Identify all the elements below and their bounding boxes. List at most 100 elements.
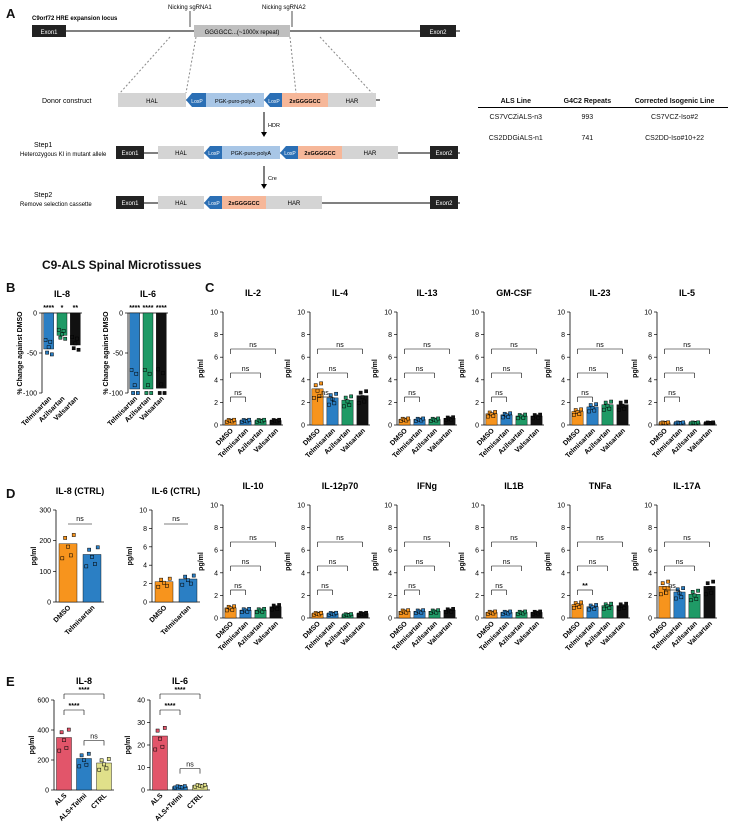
step2-loxp: LoxP <box>208 201 220 207</box>
chart-title: IL-2 <box>245 288 261 298</box>
y-tick-label: 6 <box>388 548 392 555</box>
significance-label: **** <box>156 305 167 312</box>
data-point <box>230 608 235 612</box>
data-point <box>521 415 526 420</box>
y-tick-label: 4 <box>214 377 218 384</box>
data-point <box>617 407 621 412</box>
data-point <box>159 577 163 582</box>
nick1-label: Nicking sgRNA1 <box>168 5 212 11</box>
y-tick-label: 6 <box>475 548 479 555</box>
chart-title: IL-17A <box>673 481 701 491</box>
y-tick-label: 10 <box>210 503 218 510</box>
y-tick-label: 100 <box>39 569 51 576</box>
significance-label: ** <box>73 305 79 312</box>
step2-subtitle: Remove selection cassette <box>20 202 92 208</box>
y-tick-label: 0 <box>119 311 123 318</box>
chart-title: IFNg <box>417 481 437 491</box>
y-tick-label: 4 <box>301 377 305 384</box>
y-axis-label: % Change against DMSO <box>103 311 110 395</box>
data-point <box>86 751 91 756</box>
donor-label: Donor construct <box>42 98 91 105</box>
y-axis-label: pg/ml <box>632 552 639 571</box>
data-point <box>618 400 623 405</box>
y-tick-label: 40 <box>137 698 145 705</box>
data-point <box>696 588 700 593</box>
y-tick-label: 10 <box>384 310 392 317</box>
data-point <box>69 553 73 558</box>
data-point <box>99 758 104 763</box>
step1-loxp2: LoxP <box>284 151 296 157</box>
y-axis-label: pg/ml <box>31 547 38 566</box>
data-point <box>70 335 74 339</box>
data-point <box>624 399 628 404</box>
y-tick-label: 2 <box>475 400 479 407</box>
data-point <box>523 609 527 614</box>
data-point <box>156 584 161 589</box>
y-tick-label: -100 <box>23 391 37 398</box>
significance-label: ns <box>336 342 344 349</box>
chart-title: TNFa <box>589 481 612 491</box>
data-point <box>77 764 82 769</box>
y-tick-label: 2 <box>475 593 479 600</box>
significance-label: ns <box>234 390 242 397</box>
data-point <box>609 399 613 404</box>
data-point <box>165 583 169 588</box>
data-point <box>63 336 68 341</box>
data-point <box>270 607 274 612</box>
significance-label: **** <box>69 703 80 710</box>
locus-exon2: Exon2 <box>429 30 447 36</box>
data-point <box>157 391 162 395</box>
data-point <box>87 547 91 552</box>
cre-label: Cre <box>268 176 277 182</box>
bar <box>96 762 112 791</box>
y-tick-label: 20 <box>137 743 145 750</box>
data-point <box>183 574 187 579</box>
locus-exon1: Exon1 <box>40 30 58 36</box>
chart-title: GM-CSF <box>496 288 532 298</box>
y-tick-label: 6 <box>214 548 218 555</box>
data-point <box>705 581 710 586</box>
y-axis-label: pg/ml <box>198 359 205 378</box>
data-point <box>159 382 164 387</box>
y-axis-label: pg/ml <box>459 359 466 378</box>
data-point <box>602 407 606 412</box>
y-tick-label: 6 <box>648 355 652 362</box>
y-axis-label: pg/ml <box>372 552 379 571</box>
data-point <box>493 410 497 414</box>
significance-label: ns <box>321 583 329 590</box>
y-tick-label: -50 <box>113 351 123 358</box>
data-point <box>97 767 102 772</box>
significance-label: ns <box>668 583 676 590</box>
table-header: ALS Line <box>478 96 554 108</box>
data-point <box>343 395 348 400</box>
data-point <box>364 389 368 394</box>
y-tick-label: 8 <box>388 525 392 532</box>
y-tick-label: 6 <box>561 548 565 555</box>
y-tick-label: 4 <box>214 570 218 577</box>
data-point <box>436 608 440 613</box>
table-cell: CS7VCZiALS-n3 <box>489 114 543 121</box>
data-point <box>694 597 699 601</box>
table-header: Corrected Isogenic Line <box>621 96 728 108</box>
x-tick-label: DMSO <box>53 604 73 624</box>
y-tick-label: 4 <box>143 563 147 570</box>
y-tick-label: 0 <box>648 616 652 623</box>
y-tick-label: 4 <box>648 570 652 577</box>
y-tick-label: 8 <box>475 332 479 339</box>
significance-label: **** <box>143 305 154 312</box>
y-tick-label: 0 <box>214 423 218 430</box>
data-point <box>689 598 693 603</box>
significance-label: ns <box>596 342 604 349</box>
y-tick-label: 2 <box>143 581 147 588</box>
table-cell: 993 <box>581 114 594 121</box>
y-axis-label: pg/ml <box>632 359 639 378</box>
data-point <box>362 399 367 404</box>
y-tick-label: 6 <box>648 548 652 555</box>
y-tick-label: 0 <box>475 423 479 430</box>
y-tick-label: 200 <box>37 758 49 765</box>
data-point <box>167 576 172 581</box>
locus-repeat: GGGGCC...(~1000x repeat) <box>205 30 280 36</box>
y-tick-label: 2 <box>388 593 392 600</box>
y-tick-label: 30 <box>137 720 145 727</box>
data-point <box>605 403 610 408</box>
